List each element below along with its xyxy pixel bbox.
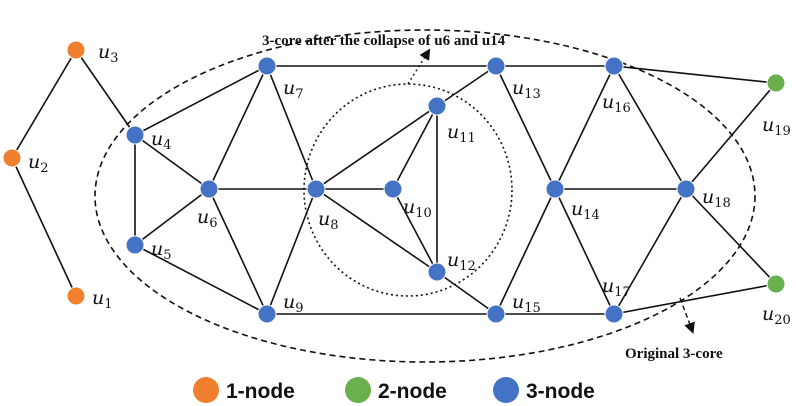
node-u17 — [604, 304, 624, 324]
node-u11 — [427, 96, 447, 116]
edge-u5-u9 — [134, 244, 268, 315]
original-3core-ellipse — [94, 29, 756, 363]
edge-u16-u19 — [613, 65, 777, 84]
edge-u1-u2 — [11, 157, 77, 297]
legend-swatch-3-node — [493, 377, 519, 403]
edge-u7-u8 — [266, 65, 317, 190]
legend: 1-node 2-node 3-node — [193, 377, 595, 403]
label-u19: u19 — [762, 114, 791, 139]
node-u12 — [427, 262, 447, 282]
edge-u16-u18 — [613, 65, 687, 190]
labels-group: u1 u2 u3 u4 u5 u6 u7 u8 u9 u10 u11 u12 u13 u14 u15 u16 u… — [28, 41, 791, 328]
label-u15: u15 — [512, 291, 541, 316]
label-u10: u10 — [403, 196, 432, 221]
inner-core-annotation: 3-core after the collapse of u6 and u14 — [262, 33, 506, 49]
label-u3: u3 — [98, 41, 119, 66]
label-u8: u8 — [318, 208, 339, 233]
label-u12: u12 — [447, 249, 476, 274]
node-u13 — [486, 56, 506, 76]
legend-label-3-node: 3-node — [526, 380, 595, 403]
node-u9 — [257, 304, 277, 324]
label-u9: u9 — [283, 291, 304, 316]
edges-group — [11, 49, 777, 315]
edge-u5-u6 — [134, 188, 210, 246]
node-u19 — [766, 73, 786, 93]
edge-u17-u18 — [613, 188, 687, 315]
edge-u8-u12 — [315, 188, 438, 273]
label-u5: u5 — [151, 238, 172, 263]
label-u6: u6 — [197, 206, 218, 231]
edge-u18-u19 — [685, 82, 777, 190]
node-u20 — [766, 274, 786, 294]
node-u1 — [66, 286, 86, 306]
label-u11: u11 — [447, 121, 476, 146]
edge-u14-u15 — [495, 188, 556, 315]
outer-core-arrow — [679, 297, 695, 334]
edge-u6-u9 — [208, 188, 268, 315]
label-u16: u16 — [602, 91, 631, 116]
edge-u4-u6 — [134, 134, 210, 190]
edge-u12-u15 — [436, 271, 497, 315]
node-u15 — [486, 304, 506, 324]
node-u14 — [545, 179, 565, 199]
edge-u18-u20 — [685, 188, 777, 285]
node-u18 — [676, 179, 696, 199]
nodes-group — [2, 40, 786, 324]
edge-u14-u16 — [554, 65, 615, 190]
label-u7: u7 — [283, 77, 304, 102]
inner-core-arrow — [407, 48, 431, 85]
outer-core-annotation: Original 3-core — [625, 346, 723, 362]
collapsed-3core-circle — [303, 83, 513, 297]
label-u14: u14 — [571, 198, 600, 223]
edge-u10-u11 — [392, 105, 438, 190]
node-u16 — [604, 56, 624, 76]
label-u4: u4 — [151, 128, 172, 153]
label-u18: u18 — [702, 186, 731, 211]
label-u1: u1 — [92, 287, 113, 312]
edge-u3-u4 — [75, 49, 136, 136]
edge-u11-u13 — [436, 65, 497, 107]
edge-u14-u17 — [554, 188, 615, 315]
legend-label-2-node: 2-node — [378, 380, 447, 403]
node-u3 — [66, 40, 86, 60]
node-u4 — [125, 125, 145, 145]
node-u7 — [257, 56, 277, 76]
node-u5 — [125, 235, 145, 255]
node-u8 — [306, 179, 326, 199]
node-u10 — [383, 179, 403, 199]
node-u2 — [2, 148, 22, 168]
legend-swatch-2-node — [345, 377, 371, 403]
node-u6 — [199, 179, 219, 199]
edge-u2-u3 — [11, 49, 77, 159]
label-u2: u2 — [28, 151, 49, 176]
edge-u4-u7 — [134, 65, 268, 136]
edge-u17-u20 — [613, 283, 777, 315]
edge-u8-u9 — [266, 188, 317, 315]
label-u20: u20 — [762, 303, 791, 328]
legend-swatch-1-node — [193, 377, 219, 403]
label-u17: u17 — [602, 275, 631, 300]
edge-u6-u7 — [208, 65, 268, 190]
edge-u13-u14 — [495, 65, 556, 190]
legend-label-1-node: 1-node — [226, 380, 295, 403]
edge-u10-u12 — [392, 188, 438, 273]
edge-u8-u11 — [315, 105, 438, 190]
label-u13: u13 — [512, 77, 541, 102]
